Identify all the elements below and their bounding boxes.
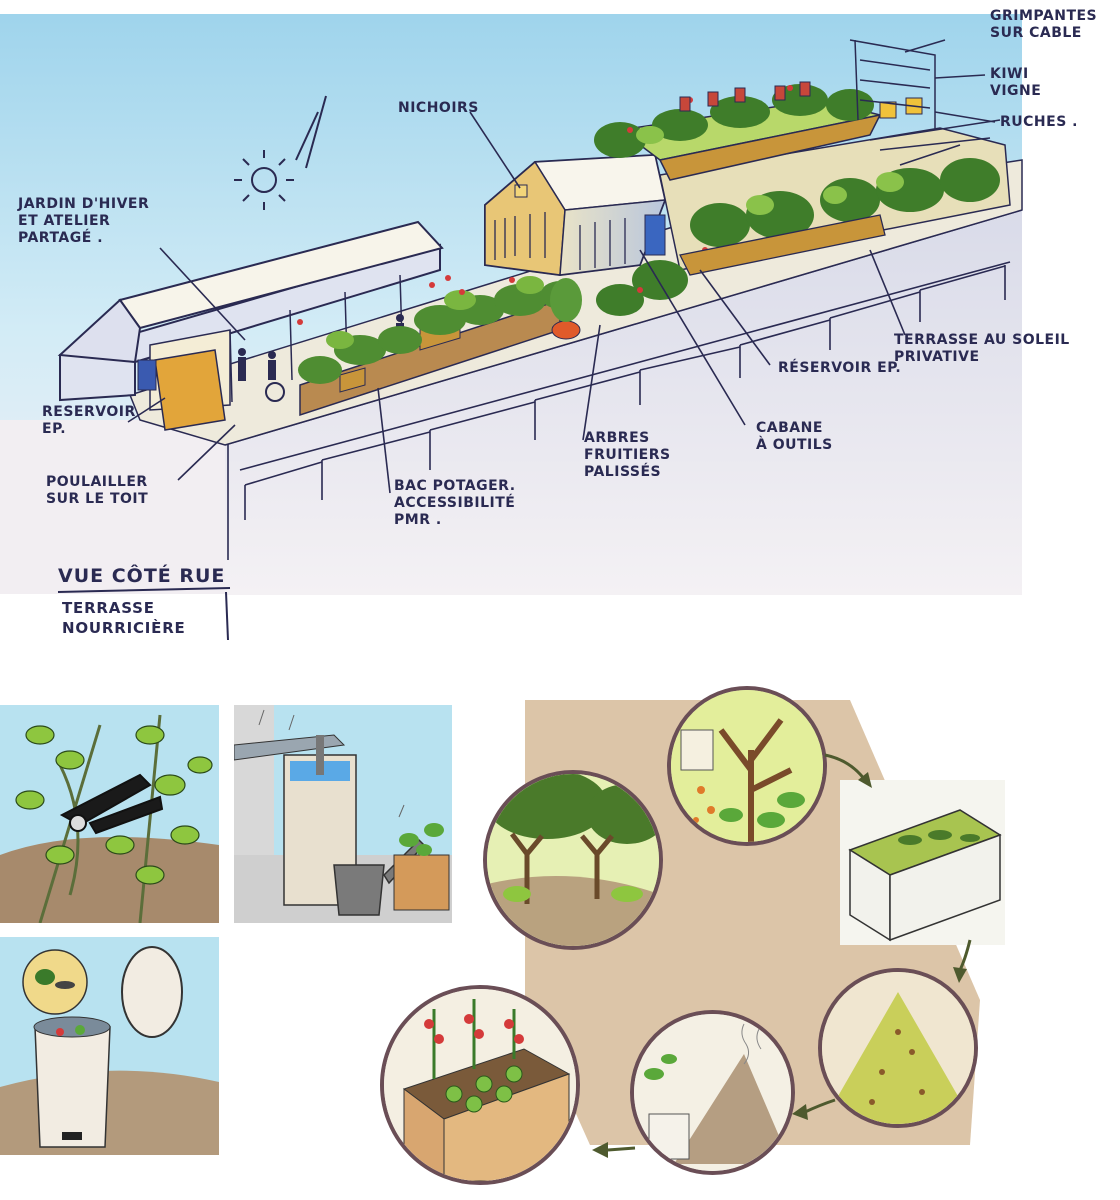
cycle-arrow-2 bbox=[953, 939, 972, 983]
tool-shed-building bbox=[484, 153, 667, 277]
sketch-subtitle: TERRASSE NOURRICIÈRE bbox=[62, 598, 186, 638]
bin-icon bbox=[898, 830, 980, 845]
compost-icon bbox=[674, 1054, 791, 1164]
cycle-step-compost-pile bbox=[630, 1010, 795, 1175]
sun-icon bbox=[234, 95, 327, 210]
label-line: PMR . bbox=[394, 512, 442, 528]
compost-bin-panel bbox=[0, 937, 219, 1155]
label-line: KIWI bbox=[990, 66, 1029, 82]
label-climbing-plants: GRIMPANTES SUR CABLE bbox=[990, 8, 1097, 42]
label-line: PRIVATIVE bbox=[894, 349, 980, 365]
label-line: TERRASSE AU SOLEIL bbox=[894, 332, 1070, 348]
orange-pot-icon bbox=[551, 320, 581, 340]
label-line: NICHOIRS bbox=[398, 100, 479, 116]
label-line: EP. bbox=[42, 421, 67, 437]
label-tool-shed: CABANE À OUTILS bbox=[756, 420, 833, 454]
vegetable-icon bbox=[445, 1065, 523, 1113]
label-rooftop-henhouse: POULAILLER SUR LE TOIT bbox=[46, 474, 148, 508]
label-winter-garden: JARDIN D'HIVER ET ATELIER PARTAGÉ . bbox=[18, 196, 149, 247]
upper-green-terrace bbox=[594, 39, 1011, 316]
subtitle-line: TERRASSE bbox=[62, 599, 155, 617]
label-line: PARTAGÉ . bbox=[18, 230, 104, 246]
tree-icon bbox=[718, 718, 793, 842]
label-rainwater-tank-right: RÉSERVOIR EP. bbox=[778, 360, 901, 377]
label-line: CABANE bbox=[756, 420, 823, 436]
chicken-coop-icon bbox=[154, 349, 226, 431]
rooftop-sketch-drawing bbox=[0, 14, 1023, 641]
label-line: BAC POTAGER. bbox=[394, 478, 516, 494]
building-facade bbox=[225, 210, 1022, 595]
label-raised-bed: BAC POTAGER. ACCESSIBILITÉ PMR . bbox=[394, 478, 516, 529]
label-line: RÉSERVOIR EP. bbox=[778, 360, 902, 376]
cycle-step-pruned-trees bbox=[483, 770, 663, 950]
label-line: SUR LE TOIT bbox=[46, 491, 149, 507]
label-private-sun-terrace: TERRASSE AU SOLEIL PRIVATIVE bbox=[894, 332, 1070, 366]
pruning-beans-panel bbox=[0, 705, 219, 923]
annotation-leader-lines bbox=[127, 39, 996, 494]
rainwater-tank-panel bbox=[234, 705, 452, 923]
label-line: FRUITIERS bbox=[584, 447, 671, 463]
label-line: À OUTILS bbox=[756, 437, 833, 453]
label-line: ET ATELIER bbox=[18, 213, 111, 229]
cycle-arrow-3 bbox=[792, 1098, 836, 1120]
cycle-step-tree-leaves bbox=[667, 686, 827, 846]
raised-vegetable-beds bbox=[297, 275, 582, 417]
label-line: RUCHES . bbox=[1000, 114, 1078, 130]
label-line: RESERVOIR bbox=[42, 404, 136, 420]
label-line: VIGNE bbox=[990, 83, 1042, 99]
label-line: ACCESSIBILITÉ bbox=[394, 495, 516, 511]
label-line: POULAILLER bbox=[46, 474, 148, 490]
birdhouses-icon bbox=[679, 81, 811, 112]
label-birdhouses: NICHOIRS bbox=[398, 100, 479, 117]
label-line: JARDIN D'HIVER bbox=[18, 196, 150, 212]
mulch-icon bbox=[822, 992, 974, 1124]
sketch-title: VUE CÔTÉ RUE bbox=[58, 565, 226, 587]
pruning-shears-icon bbox=[59, 773, 164, 835]
cycle-step-green-waste-box bbox=[840, 780, 1005, 945]
birdhouse-icon bbox=[514, 184, 528, 198]
cycle-arrow-1 bbox=[824, 753, 872, 788]
label-kiwi-vine: KIWI VIGNE bbox=[990, 66, 1041, 100]
label-line: PALISSÉS bbox=[584, 464, 662, 480]
people-figures-icon bbox=[238, 314, 404, 402]
label-espalier-fruit-trees: ARBRES FRUITIERS PALISSÉS bbox=[584, 430, 671, 481]
label-line: SUR CABLE bbox=[990, 25, 1082, 41]
cycle-step-vegetable-bed bbox=[380, 985, 580, 1185]
label-rainwater-tank-left: RESERVOIR EP. bbox=[42, 404, 136, 438]
label-beehives: RUCHES . bbox=[1000, 114, 1078, 131]
rooftop-sketch: GRIMPANTES SUR CABLE KIWI VIGNE RUCHES .… bbox=[0, 8, 1097, 641]
rain-tank-left-icon bbox=[137, 359, 157, 391]
label-line: ARBRES bbox=[584, 430, 650, 446]
cycle-arrow-4 bbox=[592, 1142, 636, 1158]
cycle-step-shredded-pile bbox=[818, 968, 978, 1128]
label-line: GRIMPANTES bbox=[990, 8, 1098, 24]
compost-bin-icon bbox=[33, 1016, 111, 1148]
subtitle-line: NOURRICIÈRE bbox=[62, 619, 186, 637]
